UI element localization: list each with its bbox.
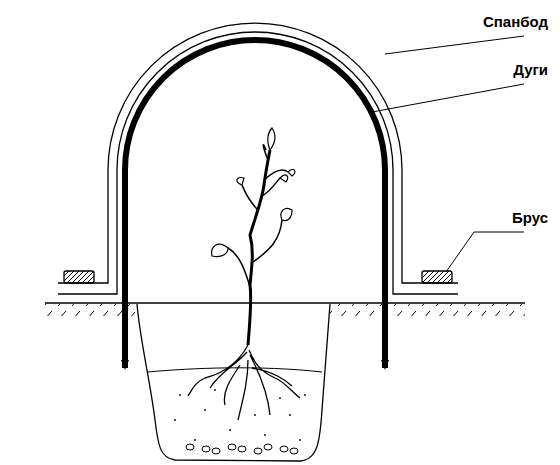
- part-label: Дуги: [513, 62, 548, 77]
- leader-line: [446, 232, 524, 272]
- plant-bud: [268, 128, 275, 150]
- plant-leaf: [237, 178, 244, 185]
- plant-leaf: [288, 169, 295, 176]
- plant-leaf: [280, 175, 288, 182]
- spunbond-inner: [58, 32, 458, 294]
- ground-line: [45, 302, 525, 303]
- part-label: Брус: [512, 210, 548, 225]
- leader-line: [372, 84, 524, 112]
- ground-hatch: [45, 304, 135, 316]
- leader-line: [385, 36, 524, 54]
- plant-stem: [248, 150, 270, 345]
- arc-hoop: [125, 40, 385, 368]
- soil-texture: [174, 389, 306, 454]
- soil-line: [148, 368, 322, 372]
- ground-hatch: [330, 304, 525, 316]
- plant-roots: [188, 345, 300, 420]
- part-label: Спанбод: [483, 14, 548, 29]
- plant-branches: [228, 145, 288, 290]
- wooden-bar: [64, 271, 94, 283]
- plant-leaf: [212, 244, 228, 256]
- plant-leaf: [281, 208, 292, 220]
- planting-hole: [137, 304, 330, 461]
- wooden-bar: [422, 271, 452, 283]
